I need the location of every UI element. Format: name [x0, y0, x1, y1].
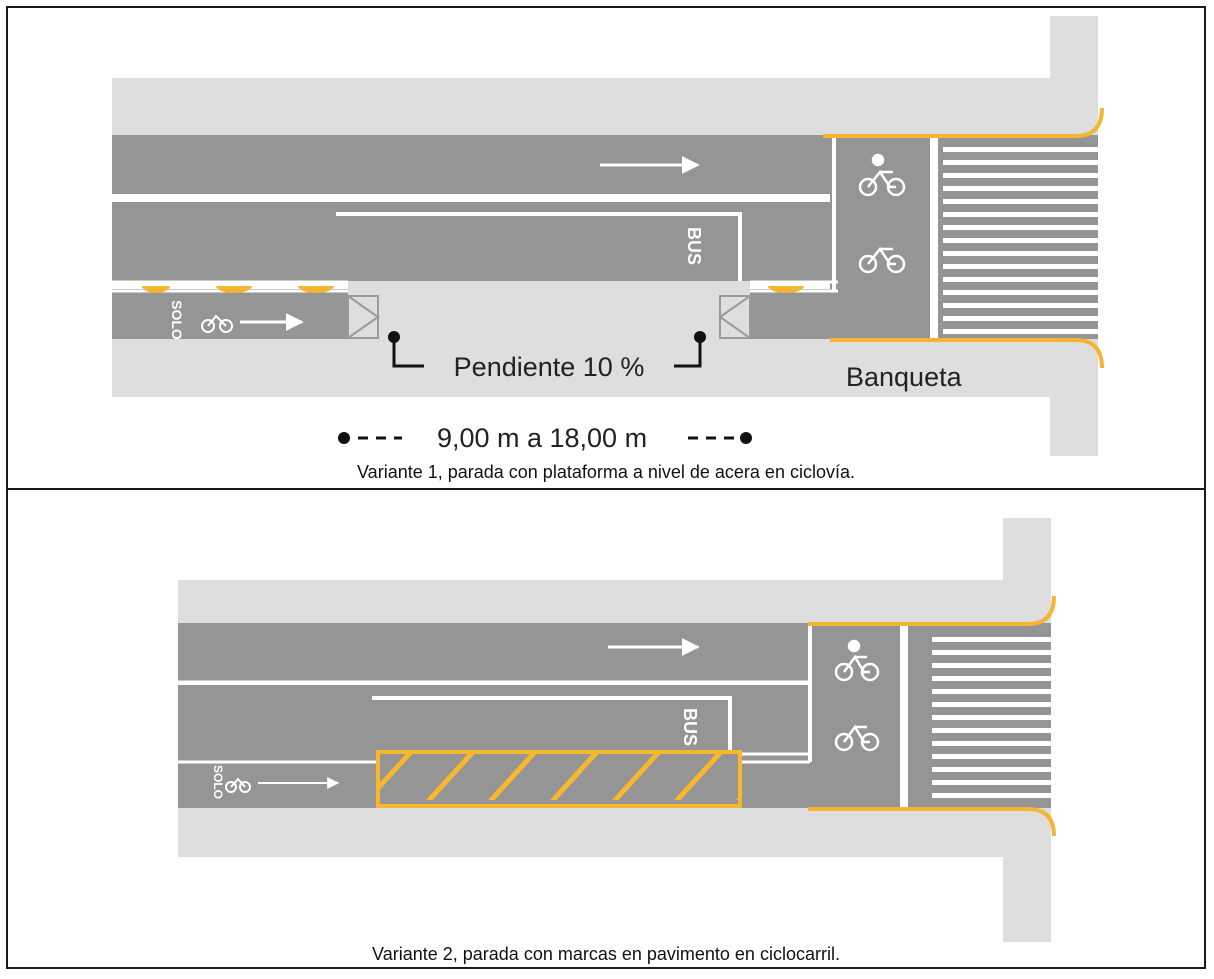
variant1-diagram: BUS SOLO Pendiente 10 % Banqueta 9,00 m …: [112, 16, 1104, 456]
solo-marking: SOLO: [169, 300, 185, 340]
dimension-dot: [740, 432, 752, 444]
separator-bump: [768, 286, 804, 293]
bicycle-icon: [834, 639, 880, 682]
figure-frame: [6, 6, 1206, 969]
solo-marking: SOLO: [211, 765, 225, 799]
top-sidewalk: [178, 580, 1051, 623]
slope-label: Pendiente 10 %: [454, 352, 645, 382]
bottom-sidewalk: [112, 339, 1098, 397]
top-sidewalk: [112, 78, 1098, 135]
separator-bump: [142, 286, 170, 293]
distance-label: 9,00 m a 18,00 m: [437, 423, 647, 453]
callout-leader: [674, 337, 702, 368]
bottom-sidewalk: [178, 808, 1051, 857]
dimension-dot: [338, 432, 350, 444]
general-lane: [112, 135, 830, 194]
crosswalk: [932, 637, 1052, 798]
ramp-right: [718, 295, 751, 339]
separator-bump: [298, 286, 334, 293]
intersection: [830, 135, 1098, 339]
bicycle-icon: [858, 246, 906, 274]
curb-bottom: [808, 807, 1056, 837]
curb-top: [823, 107, 1104, 138]
bicycle-icon: [201, 314, 233, 333]
sidewalk-label: Banqueta: [846, 362, 963, 392]
bus-platform: [348, 281, 750, 339]
bus-lane: [178, 685, 808, 750]
bicycle-icon: [225, 777, 251, 793]
bus-marking: BUS: [684, 227, 704, 265]
bus-marking: BUS: [680, 708, 700, 746]
curb-top: [808, 595, 1056, 626]
bus-box-line: [372, 696, 732, 750]
bus-box-line: [336, 212, 742, 281]
callout-leader: [392, 337, 424, 368]
bicycle-icon: [834, 724, 880, 752]
hatched-bus-zone-border: [376, 750, 742, 808]
crosswalk: [943, 147, 1103, 334]
bicycle-icon: [858, 153, 906, 197]
variant1-caption: Variante 1, parada con plataforma a nive…: [357, 462, 855, 482]
curb-bottom: [830, 338, 1104, 369]
ramp-left: [347, 295, 380, 339]
general-lane: [178, 623, 808, 681]
variant2-caption: Variante 2, parada con marcas en pavimen…: [372, 944, 840, 964]
variant2-diagram: BUS SOLO: [178, 518, 1056, 942]
bike-lane-right: [750, 289, 830, 339]
separator-bump: [216, 286, 252, 293]
section-divider: [6, 488, 1206, 490]
